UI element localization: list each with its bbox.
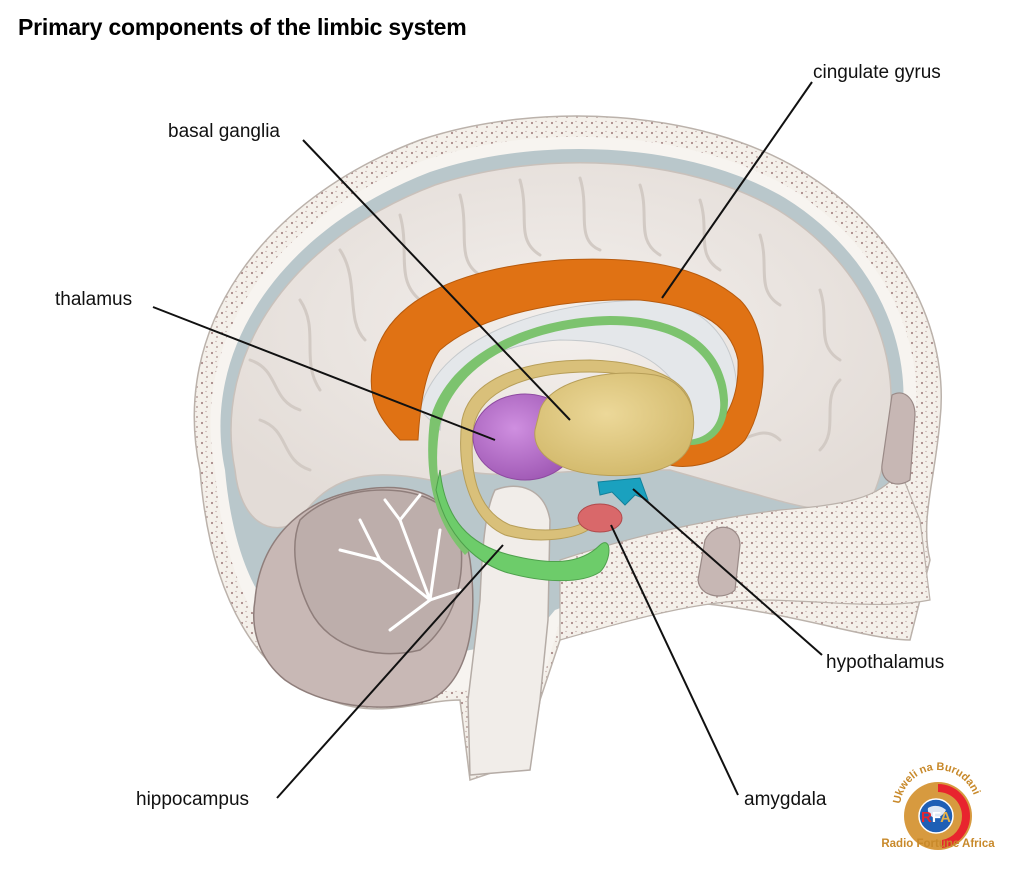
frontal-sinus	[881, 392, 916, 485]
diagram-title: Primary components of the limbic system	[18, 14, 467, 40]
arbor-vitae	[338, 493, 462, 632]
label-amygdala: amygdala	[744, 789, 827, 810]
hypothalamus	[597, 477, 649, 506]
leader-hippocampus	[276, 544, 504, 799]
cerebellum-lobe	[294, 489, 463, 655]
leader-amygdala	[610, 524, 739, 796]
logo-red-band	[938, 784, 971, 848]
logo-initials: RFA	[921, 809, 951, 826]
label-hippocampus: hippocampus	[136, 789, 250, 810]
label-hypothalamus: hypothalamus	[826, 652, 945, 673]
label-thalamus: thalamus	[55, 289, 133, 310]
leader-hypothalamus	[632, 488, 823, 656]
caudate-tail	[460, 359, 693, 541]
label-basal-ganglia: basal ganglia	[168, 121, 280, 142]
label-cingulate-gyrus: cingulate gyrus	[813, 62, 941, 83]
leader-thalamus	[152, 306, 496, 441]
logo-brand-name: Radio Fortune Africa	[881, 838, 995, 850]
leader-cingulate-gyrus	[661, 81, 813, 299]
globe-continents	[927, 805, 946, 818]
rfa-logo: Ukweli na Burudani RFA	[891, 761, 982, 850]
sinus-bone	[559, 468, 931, 641]
leader-basal-ganglia	[302, 139, 571, 421]
amygdala	[577, 503, 623, 533]
gyri-folds	[248, 176, 842, 472]
hippocampus	[435, 469, 610, 582]
sinus-cavity	[697, 526, 741, 597]
basal-ganglia	[534, 372, 695, 477]
leader-lines	[152, 81, 823, 799]
